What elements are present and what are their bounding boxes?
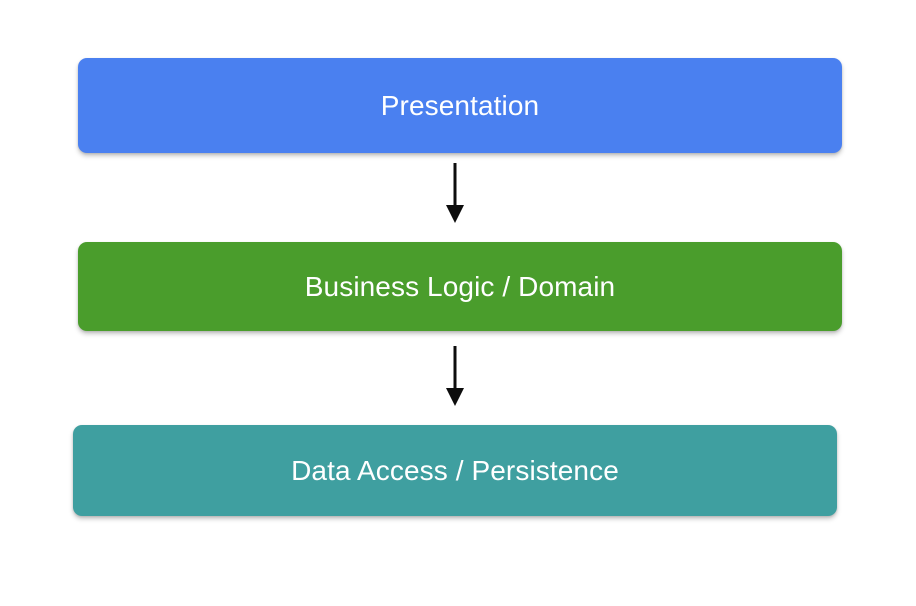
layer-label-presentation: Presentation [380, 89, 540, 121]
arrow-down-icon [446, 346, 464, 406]
arrow-business-to-data [437, 344, 473, 408]
arrow-presentation-to-business [437, 161, 473, 225]
layer-box-business-logic[interactable]: Business Logic / Domain [78, 242, 842, 331]
layer-label-data-access: Data Access / Persistence [291, 454, 619, 486]
layer-label-business-logic: Business Logic / Domain [304, 270, 616, 302]
layer-box-presentation[interactable]: Presentation [78, 58, 842, 153]
arrow-down-icon [446, 163, 464, 223]
layer-box-data-access[interactable]: Data Access / Persistence [73, 425, 837, 516]
